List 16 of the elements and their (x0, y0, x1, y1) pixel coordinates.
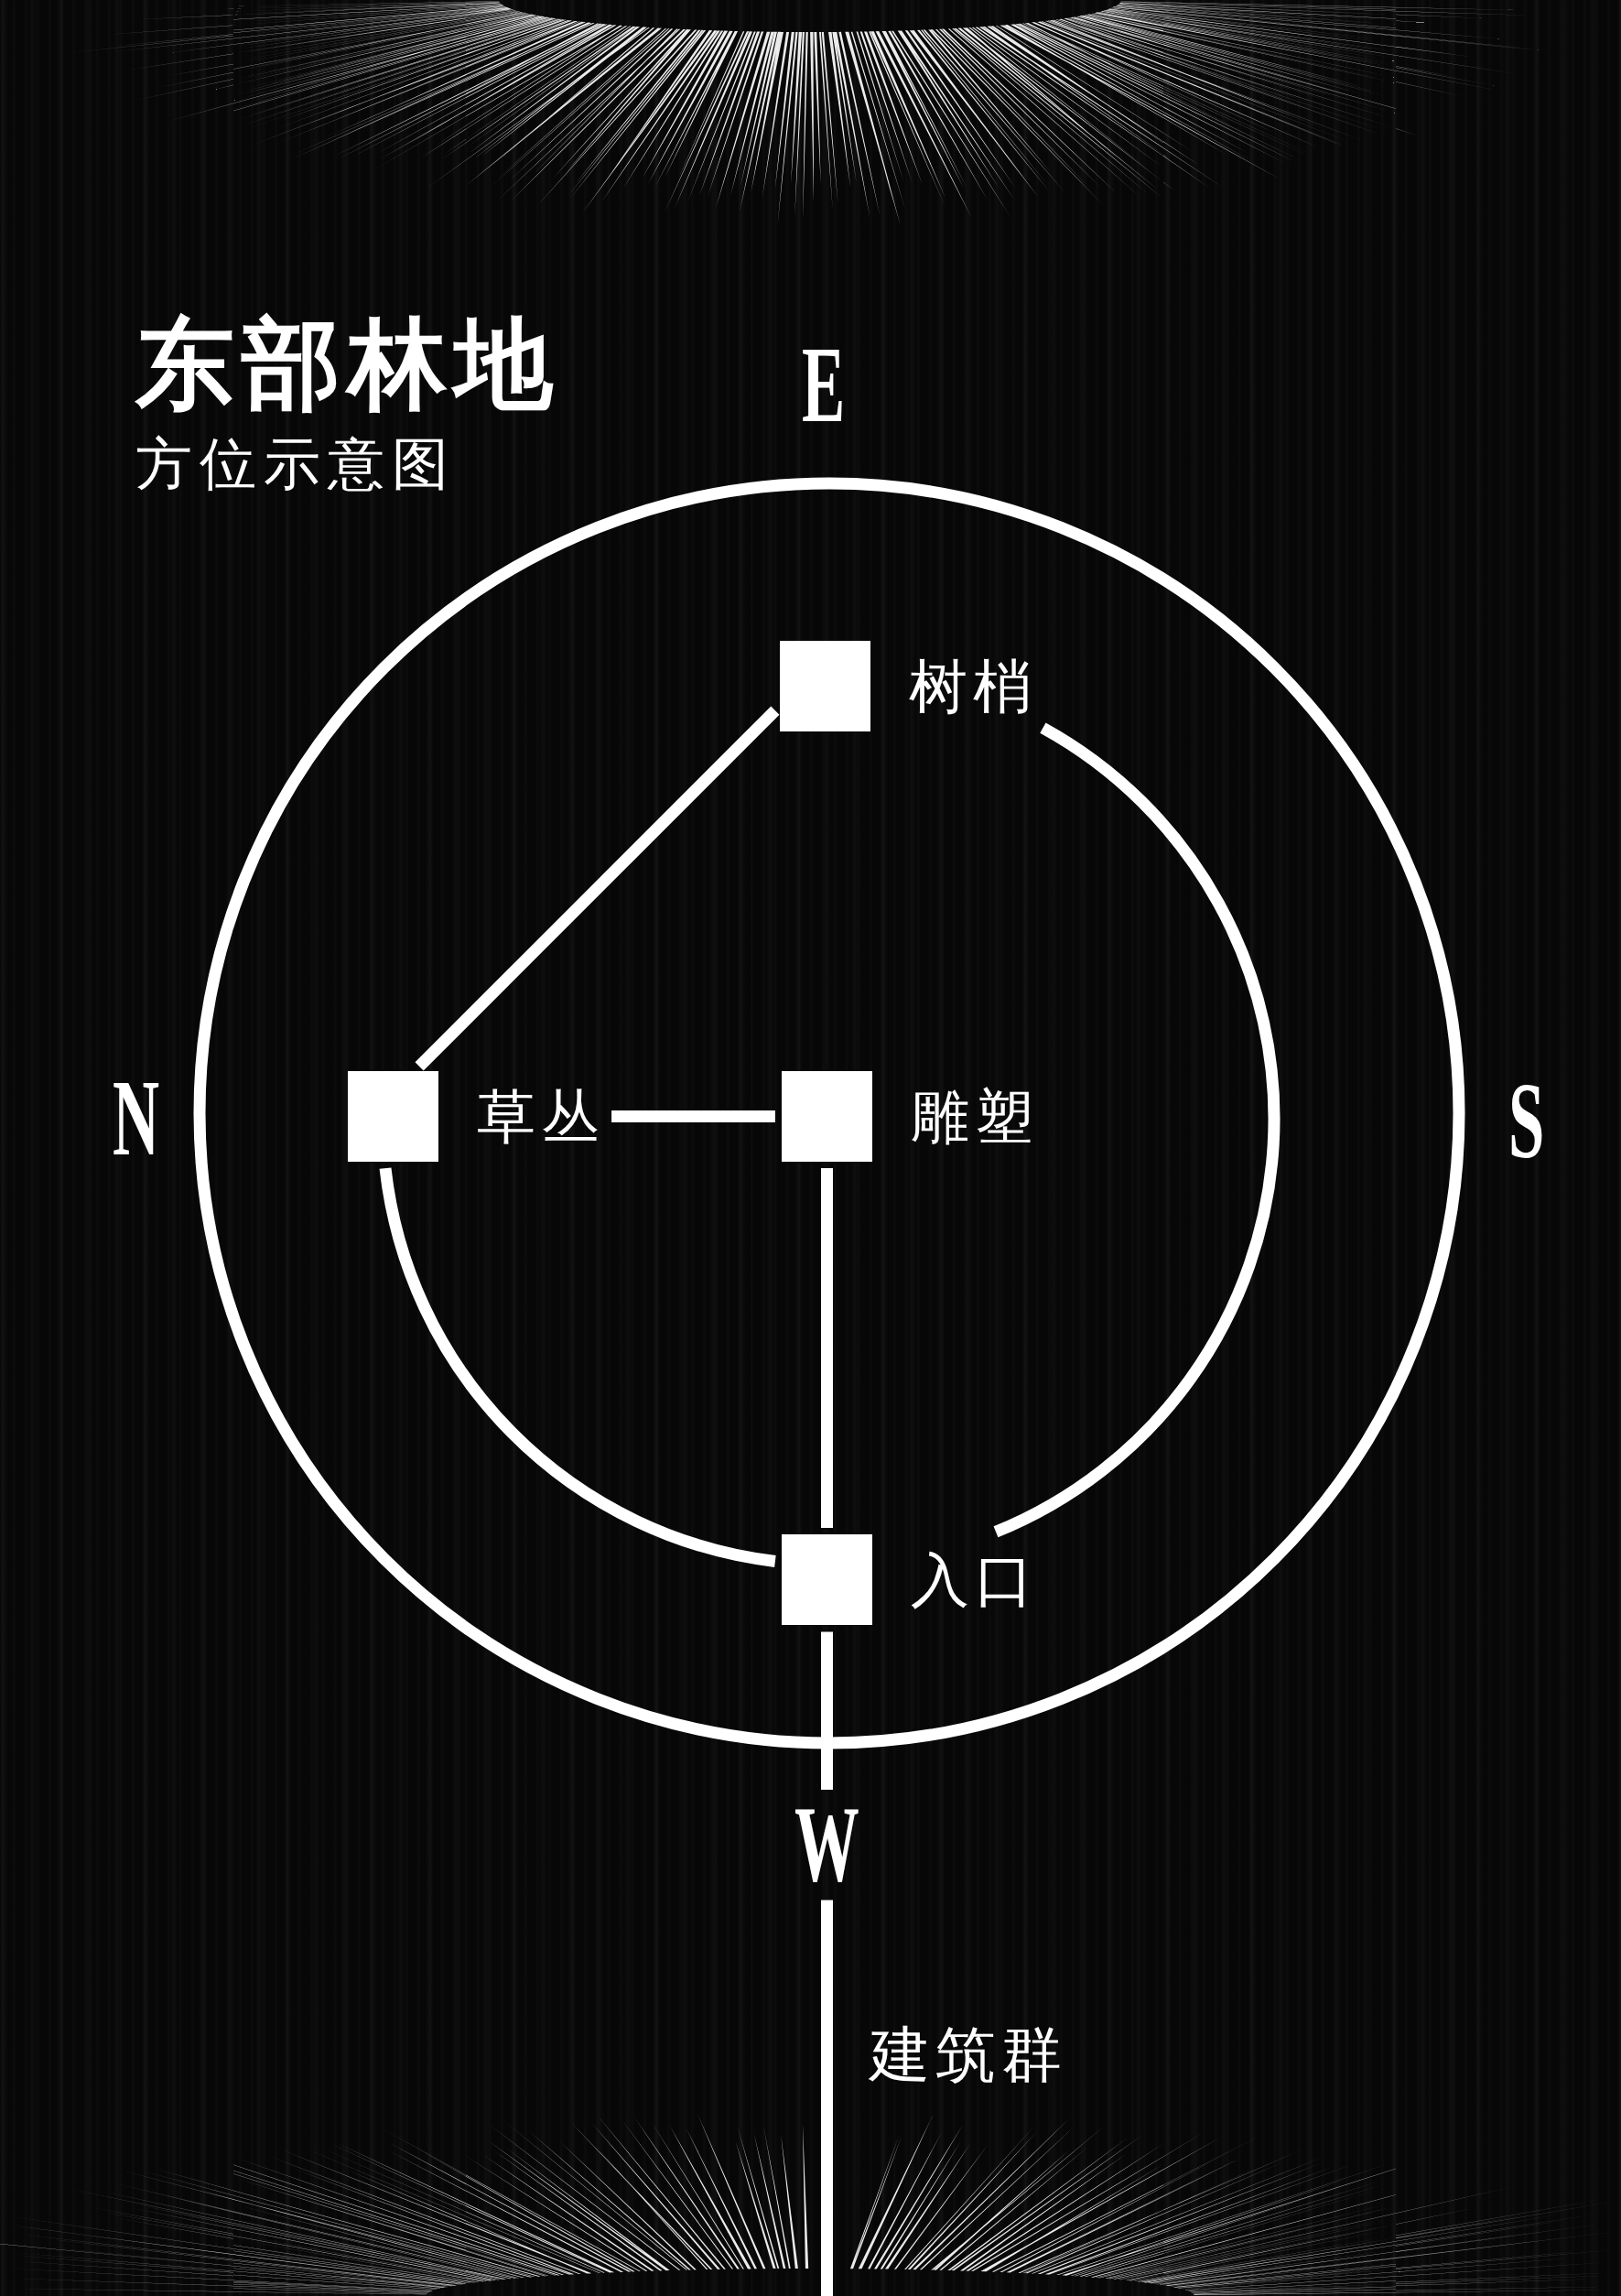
compass-label: W (794, 1804, 859, 1886)
place-label: 雕塑 (911, 1087, 1039, 1146)
compass-label: E (802, 345, 846, 427)
map-subtitle: 方位示意图 (135, 436, 456, 493)
path-line (993, 722, 1280, 1538)
place-label: 入口 (911, 1550, 1039, 1609)
path-line (415, 706, 780, 1071)
place-label: 建筑群 (870, 2025, 1067, 2085)
path-line (379, 1167, 777, 1567)
compass-label: S (1508, 1081, 1545, 1163)
place-label: 草丛 (477, 1087, 605, 1146)
place-label: 树梢 (909, 656, 1037, 716)
compass-label: N (113, 1078, 160, 1160)
map-title: 东部林地 (135, 314, 560, 413)
path-line (821, 1168, 833, 1528)
path-line (611, 1110, 775, 1122)
